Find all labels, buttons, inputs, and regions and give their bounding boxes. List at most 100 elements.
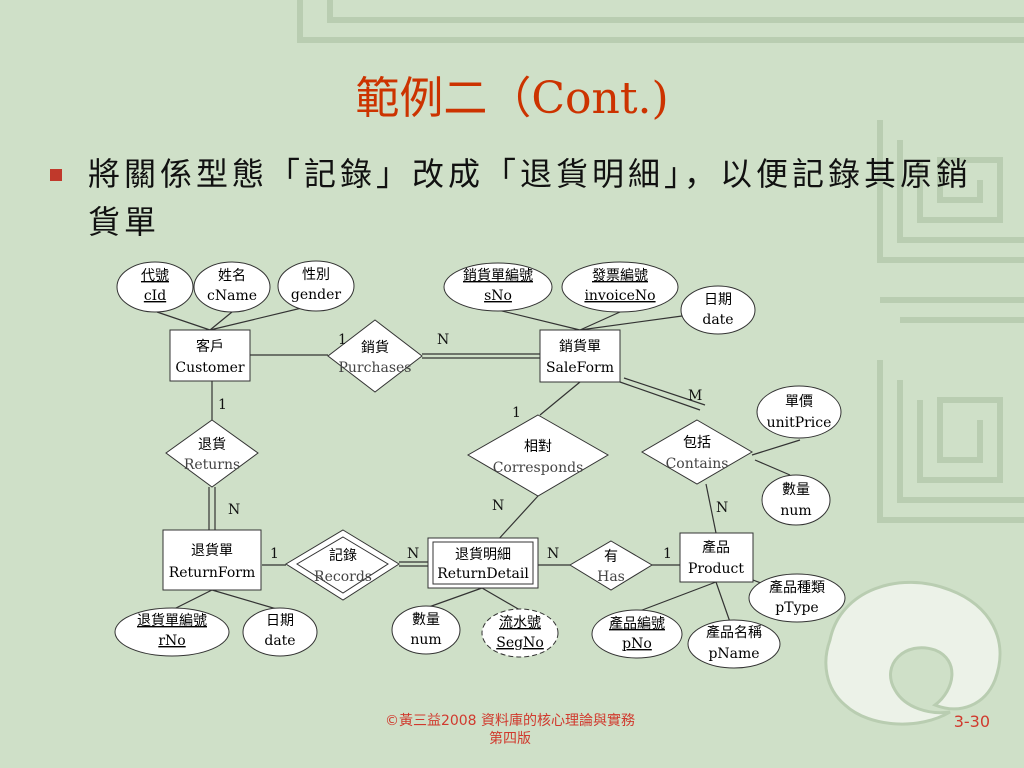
entity-label-zh: 客戶 [196, 338, 224, 355]
cardinality-label: N [228, 502, 240, 518]
attribute-label-en: cId [144, 288, 166, 304]
attribute-rno: 退貨單編號 rNo [114, 607, 230, 657]
attribute-sno: 銷貨單編號 sNo [443, 262, 553, 312]
cardinality-label: 1 [512, 405, 521, 421]
attribute-cid: 代號 cId [116, 261, 194, 313]
attribute-label-zh: 銷貨單編號 [463, 267, 533, 284]
bullet-text: 將關係型態「記錄」改成「退貨明細」，以便記錄其原銷貨單 [88, 155, 973, 241]
relationship-label-en: Purchases [339, 360, 412, 376]
attribute-label-zh: 日期 [704, 292, 732, 308]
attribute-label-en: unitPrice [767, 415, 832, 431]
attribute-label-zh: 單價 [785, 393, 813, 410]
attribute-cname: 姓名 cName [193, 261, 271, 313]
entity-label-en: ReturnForm [169, 565, 256, 581]
attribute-label-en: pName [708, 646, 759, 662]
dragon-ornament [824, 580, 1002, 726]
attribute-label-en: SegNo [496, 635, 544, 651]
entity-label-zh: 退貨單 [191, 542, 233, 559]
cardinality-label: N [407, 546, 419, 562]
cardinality-label: N [547, 546, 559, 562]
attribute-pno: 產品編號 pNo [591, 609, 683, 659]
attribute-label-en: num [410, 632, 441, 648]
attribute-label-en: gender [291, 287, 342, 303]
attribute-label-zh: 產品種類 [769, 579, 825, 596]
corner-pattern [297, 0, 1024, 523]
attribute-label-en: cName [207, 288, 257, 304]
relationship-purchases: 銷貨 Purchases [327, 319, 423, 393]
relationship-label-en: Has [597, 569, 625, 585]
relationship-label-zh: 相對 [524, 439, 552, 455]
attribute-detail-num: 數量 num [391, 605, 461, 655]
attribute-label-en: invoiceNo [584, 288, 655, 304]
relationship-label-zh: 記錄 [329, 547, 357, 564]
entity-label-zh: 退貨明細 [455, 546, 511, 563]
cardinality-labels: 1 N M N 1 N 1 N 1 N N 1 [218, 332, 728, 562]
attribute-label-zh: 姓名 [218, 268, 246, 284]
attribute-label-zh: 代號 [141, 268, 169, 284]
attribute-segno: 流水號 SegNo [481, 608, 559, 658]
entity-label-en: ReturnDetail [437, 566, 529, 582]
relationship-records: 記錄 Records [285, 529, 400, 601]
cardinality-label: 1 [663, 546, 672, 562]
attribute-label-zh: 發票編號 [592, 268, 648, 284]
attribute-label-zh: 產品編號 [609, 615, 665, 632]
attribute-invoiceno: 發票編號 invoiceNo [561, 261, 679, 313]
relationship-corresponds: 相對 Corresponds [467, 414, 609, 497]
cardinality-label: N [437, 332, 449, 348]
relationship-label-zh: 退貨 [198, 436, 226, 453]
relationship-returns: 退貨 Returns [165, 419, 259, 488]
attribute-label-zh: 流水號 [499, 615, 541, 631]
slide-title: 範例二（Cont.) [355, 73, 669, 124]
bullet-square-icon [50, 169, 62, 181]
cardinality-label: N [716, 500, 728, 516]
bullet-item: 將關係型態「記錄」改成「退貨明細」，以便記錄其原銷貨單 [50, 150, 980, 246]
relationship-label-en: Returns [184, 457, 240, 473]
attribute-label-en: rNo [158, 633, 185, 649]
entity-label-zh: 產品 [702, 539, 730, 556]
cardinality-label: 1 [218, 397, 227, 413]
attribute-return-date: 日期 date [242, 607, 318, 657]
attribute-gender: 性別 gender [277, 260, 355, 312]
attribute-label-en: num [780, 503, 811, 519]
attribute-label-en: date [702, 312, 733, 328]
attribute-label-en: pNo [622, 636, 652, 652]
attribute-label-zh: 產品名稱 [706, 624, 762, 641]
relationship-label-en: Records [314, 569, 372, 585]
entity-label-en: Customer [175, 360, 245, 376]
entity-label-en: Product [688, 561, 744, 577]
entity-returnform: 退貨單 ReturnForm [162, 529, 262, 591]
attribute-label-en: sNo [484, 288, 512, 304]
relationship-label-zh: 包括 [683, 435, 711, 451]
cardinality-label: 1 [270, 546, 279, 562]
attribute-contains-num: 數量 num [761, 474, 831, 526]
attribute-ptype: 產品種類 pType [748, 573, 846, 623]
entity-returndetail: 退貨明細 ReturnDetail [427, 537, 539, 589]
attribute-label-zh: 數量 [782, 482, 810, 498]
attribute-label-en: pType [775, 600, 818, 616]
cardinality-label: M [688, 388, 702, 404]
entity-saleform: 銷貨單 SaleForm [539, 329, 621, 383]
relationship-contains: 包括 Contains [641, 419, 753, 485]
er-connectors [156, 305, 801, 623]
entity-label-en: SaleForm [546, 360, 614, 376]
footer-line-2: 第四版 [489, 731, 531, 747]
relationship-label-zh: 有 [604, 549, 618, 565]
entity-label-zh: 銷貨單 [559, 338, 601, 355]
attribute-label-zh: 日期 [266, 613, 294, 629]
relationship-label-en: Contains [666, 456, 729, 472]
page-number: 3-30 [953, 712, 990, 731]
cardinality-label: 1 [338, 332, 347, 348]
attribute-pname: 產品名稱 pName [687, 619, 781, 669]
attribute-label-zh: 退貨單編號 [137, 612, 207, 629]
footer-credit: ©黃三益2008 資料庫的核心理論與實務 第四版 [340, 712, 680, 748]
attribute-label-zh: 數量 [412, 612, 440, 628]
relationship-label-en: Corresponds [493, 460, 584, 476]
attribute-label-zh: 性別 [302, 267, 330, 283]
relationship-label-zh: 銷貨 [361, 339, 389, 356]
footer-line-1: ©黃三益2008 資料庫的核心理論與實務 [384, 713, 636, 729]
entity-customer: 客戶 Customer [169, 329, 251, 382]
attribute-unitprice: 單價 unitPrice [756, 385, 842, 439]
attribute-sale-date: 日期 date [680, 285, 756, 335]
cardinality-label: N [492, 498, 504, 514]
